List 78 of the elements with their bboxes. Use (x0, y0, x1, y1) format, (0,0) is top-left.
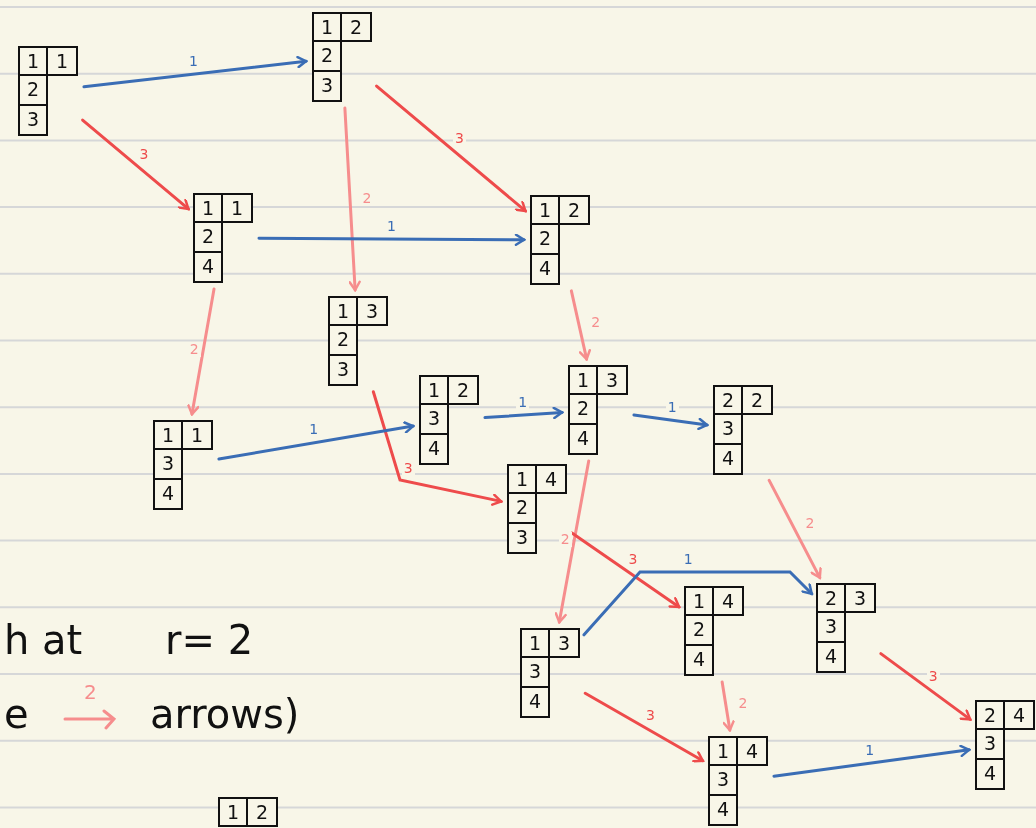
note-text: h at (4, 618, 83, 662)
arrow (375, 84, 527, 213)
tableau-cell: 2 (246, 797, 278, 827)
edge-label: 2 (558, 531, 572, 547)
tableau-cell: 3 (507, 522, 537, 554)
tableau-cell: 4 (419, 433, 449, 465)
edge-label: 1 (665, 399, 679, 415)
tableau-cell: 4 (568, 423, 598, 455)
tableau-cell: 2 (328, 324, 358, 356)
arrow (187, 287, 216, 416)
edge-label: 1 (516, 394, 530, 410)
arrow (257, 233, 526, 246)
tableau-cell: 2 (741, 385, 773, 415)
tableau-cell: 4 (975, 758, 1005, 790)
tableau-cell: 4 (736, 736, 768, 766)
arrow (583, 691, 705, 763)
tableau-cell: 4 (708, 794, 738, 826)
arrow (582, 570, 814, 637)
arrow (371, 390, 503, 506)
tableau-cell: 3 (596, 365, 628, 395)
tableau-cell: 2 (558, 195, 590, 225)
edge-label: 3 (401, 460, 415, 476)
tableau-cell: 1 (181, 420, 213, 450)
tableau-cell: 2 (568, 393, 598, 425)
arrow (632, 413, 709, 431)
arrow (81, 118, 190, 211)
tableau-cell: 2 (507, 492, 537, 524)
arrow (343, 106, 361, 292)
arrow (82, 55, 308, 89)
tableau-cell: 4 (684, 644, 714, 676)
tableau-cell: 3 (328, 354, 358, 386)
note-text: arrows) (150, 692, 300, 736)
tableau-cell: 3 (153, 448, 183, 480)
arrow (217, 421, 415, 461)
tableau-cell: 4 (535, 464, 567, 494)
tableau-cell: 2 (312, 40, 342, 72)
tableau-cell: 2 (684, 614, 714, 646)
arrow (767, 478, 822, 580)
tableau-cell: 4 (713, 443, 743, 475)
tableau-cell: 1 (218, 797, 248, 827)
tableau-cell: 3 (356, 296, 388, 326)
tableau-cell: 2 (530, 223, 560, 255)
arrow (569, 289, 591, 361)
arrow (720, 680, 735, 732)
edge-label: 1 (187, 53, 200, 69)
arrow (483, 406, 564, 420)
arrow (772, 744, 971, 778)
tableau-cell: 4 (520, 686, 550, 718)
tableau-cell: 2 (447, 375, 479, 405)
tableau-cell: 3 (18, 104, 48, 136)
tableau-cell: 4 (816, 641, 846, 673)
tableau-cell: 2 (193, 221, 223, 253)
arrow (879, 652, 972, 721)
tableau-cell: 3 (520, 656, 550, 688)
tableau-cell: 3 (975, 728, 1005, 760)
tableau-cell: 3 (816, 611, 846, 643)
tableau-cell: 1 (221, 193, 253, 223)
edge-label: 3 (626, 551, 640, 567)
tableau-cell: 2 (18, 74, 48, 106)
tableau-cell: 4 (193, 251, 223, 283)
tableau-cell: 4 (712, 586, 744, 616)
tableau-cell: 4 (530, 253, 560, 285)
tableau-cell: 3 (312, 70, 342, 102)
arrow (570, 531, 681, 609)
tableau-cell: 3 (708, 764, 738, 796)
tableau-cell: 4 (153, 478, 183, 510)
edge-label: 3 (926, 668, 940, 684)
tableau-cell: 3 (419, 403, 449, 435)
note-text: r= 2 (165, 618, 254, 662)
tableau-cell: 3 (713, 413, 743, 445)
tableau-cell: 1 (46, 46, 78, 76)
tableau-cell: 2 (340, 12, 372, 42)
arrow-label: 2 (84, 680, 97, 704)
tableau-cell: 4 (1003, 700, 1035, 730)
note-text: e (4, 692, 29, 736)
tableau-cell: 3 (844, 583, 876, 613)
tableau-cell: 3 (548, 628, 580, 658)
arrow (554, 459, 591, 624)
